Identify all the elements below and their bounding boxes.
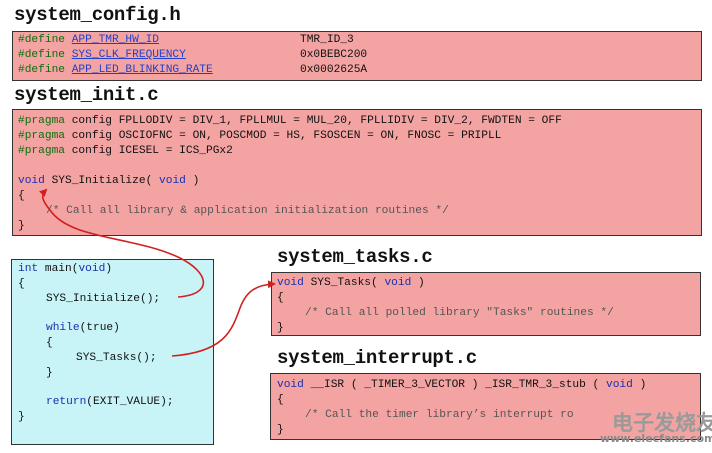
- interrupt-open-brace: {: [277, 394, 284, 406]
- init-file-title: system_init.c: [14, 84, 159, 106]
- watermark-logo-text: 电子发烧友: [612, 411, 712, 435]
- while-keyword: while: [46, 322, 80, 334]
- config-file-title: system_config.h: [14, 4, 181, 26]
- init-close-brace: }: [18, 220, 25, 232]
- pragma-text: config OSCIOFNC = ON, POSCMOD = HS, FSOS…: [71, 130, 502, 142]
- init-comment: /* Call all library & application initia…: [46, 205, 449, 217]
- pragma-directive: #pragma: [18, 145, 65, 157]
- define-name: APP_LED_BLINKING_RATE: [71, 64, 213, 76]
- close-paren: ): [639, 379, 647, 391]
- tasks-code-box: [271, 272, 701, 336]
- param-type: void: [159, 175, 186, 187]
- interrupt-code-box: [270, 373, 701, 440]
- config-define-value: TMR_ID_3: [300, 34, 354, 46]
- init-call-arrow: [38, 188, 205, 298]
- main-return: return(EXIT_VALUE);: [46, 395, 174, 409]
- function-signature: __ISR ( _TIMER_3_VECTOR ) _ISR_TMR_3_stu…: [310, 379, 600, 391]
- return-type: void: [18, 175, 45, 187]
- close-paren: ): [192, 175, 200, 187]
- main-open-brace: {: [18, 278, 25, 290]
- init-code-box: [12, 109, 702, 236]
- return-type: int: [18, 263, 39, 275]
- param-type: void: [78, 263, 106, 275]
- main-signature: int main(void): [18, 262, 112, 276]
- tasks-open-brace: {: [277, 292, 284, 304]
- tasks-call-arrow: [171, 280, 276, 357]
- config-define-line: #define APP_LED_BLINKING_RATE: [18, 63, 213, 77]
- interrupt-comment: /* Call the timer library’s interrupt ro: [305, 409, 574, 421]
- tasks-close-brace: }: [277, 322, 284, 334]
- pragma-line: #pragma config ICESEL = ICS_PGx2: [18, 144, 233, 158]
- return-value: (EXIT_VALUE);: [86, 396, 174, 408]
- tasks-comment: /* Call all polled library "Tasks" routi…: [305, 307, 614, 319]
- define-directive: #define: [18, 64, 65, 76]
- pragma-line: #pragma config OSCIOFNC = ON, POSCMOD = …: [18, 129, 501, 143]
- pragma-directive: #pragma: [18, 115, 65, 127]
- function-name: SYS_Tasks(: [310, 277, 378, 289]
- return-type: void: [277, 277, 304, 289]
- main-call-init: SYS_Initialize();: [46, 293, 161, 305]
- config-define-value: 0x0002625A: [300, 64, 368, 76]
- define-directive: #define: [18, 49, 65, 61]
- config-define-value: 0x0BEBC200: [300, 49, 368, 61]
- function-name: main(: [44, 263, 79, 275]
- define-name: APP_TMR_HW_ID: [71, 34, 159, 46]
- define-directive: #define: [18, 34, 65, 46]
- init-func-signature: void SYS_Initialize( void ): [18, 174, 199, 188]
- interrupt-file-title: system_interrupt.c: [277, 347, 477, 369]
- param-type: void: [605, 379, 633, 391]
- interrupt-func-signature: void __ISR ( _TIMER_3_VECTOR ) _ISR_TMR_…: [277, 378, 646, 392]
- config-define-line: #define SYS_CLK_FREQUENCY: [18, 48, 186, 62]
- while-close-brace: }: [46, 367, 53, 379]
- pragma-directive: #pragma: [18, 130, 65, 142]
- watermark-url: www.elecfans.com: [600, 432, 712, 445]
- pragma-line: #pragma config FPLLODIV = DIV_1, FPLLMUL…: [18, 114, 562, 128]
- while-condition: (true): [79, 322, 120, 334]
- param-type: void: [384, 277, 412, 289]
- init-open-brace: {: [18, 190, 25, 202]
- main-while: while(true): [46, 321, 120, 335]
- define-name: SYS_CLK_FREQUENCY: [71, 49, 186, 61]
- return-type: void: [277, 379, 304, 391]
- config-code-box: [12, 31, 702, 81]
- config-define-line: #define APP_TMR_HW_ID: [18, 33, 159, 47]
- close-paren: ): [105, 263, 113, 275]
- main-close-brace: }: [18, 411, 25, 423]
- main-code-box: [11, 259, 214, 445]
- while-open-brace: {: [46, 337, 53, 349]
- function-name: SYS_Initialize(: [51, 175, 153, 187]
- main-call-tasks: SYS_Tasks();: [76, 352, 157, 364]
- pragma-text: config FPLLODIV = DIV_1, FPLLMUL = MUL_2…: [71, 115, 562, 127]
- return-keyword: return: [46, 396, 87, 408]
- interrupt-close-brace: }: [277, 424, 284, 436]
- close-paren: ): [418, 277, 425, 289]
- tasks-func-signature: void SYS_Tasks( void ): [277, 276, 425, 290]
- tasks-file-title: system_tasks.c: [277, 246, 433, 268]
- pragma-text: config ICESEL = ICS_PGx2: [71, 145, 233, 157]
